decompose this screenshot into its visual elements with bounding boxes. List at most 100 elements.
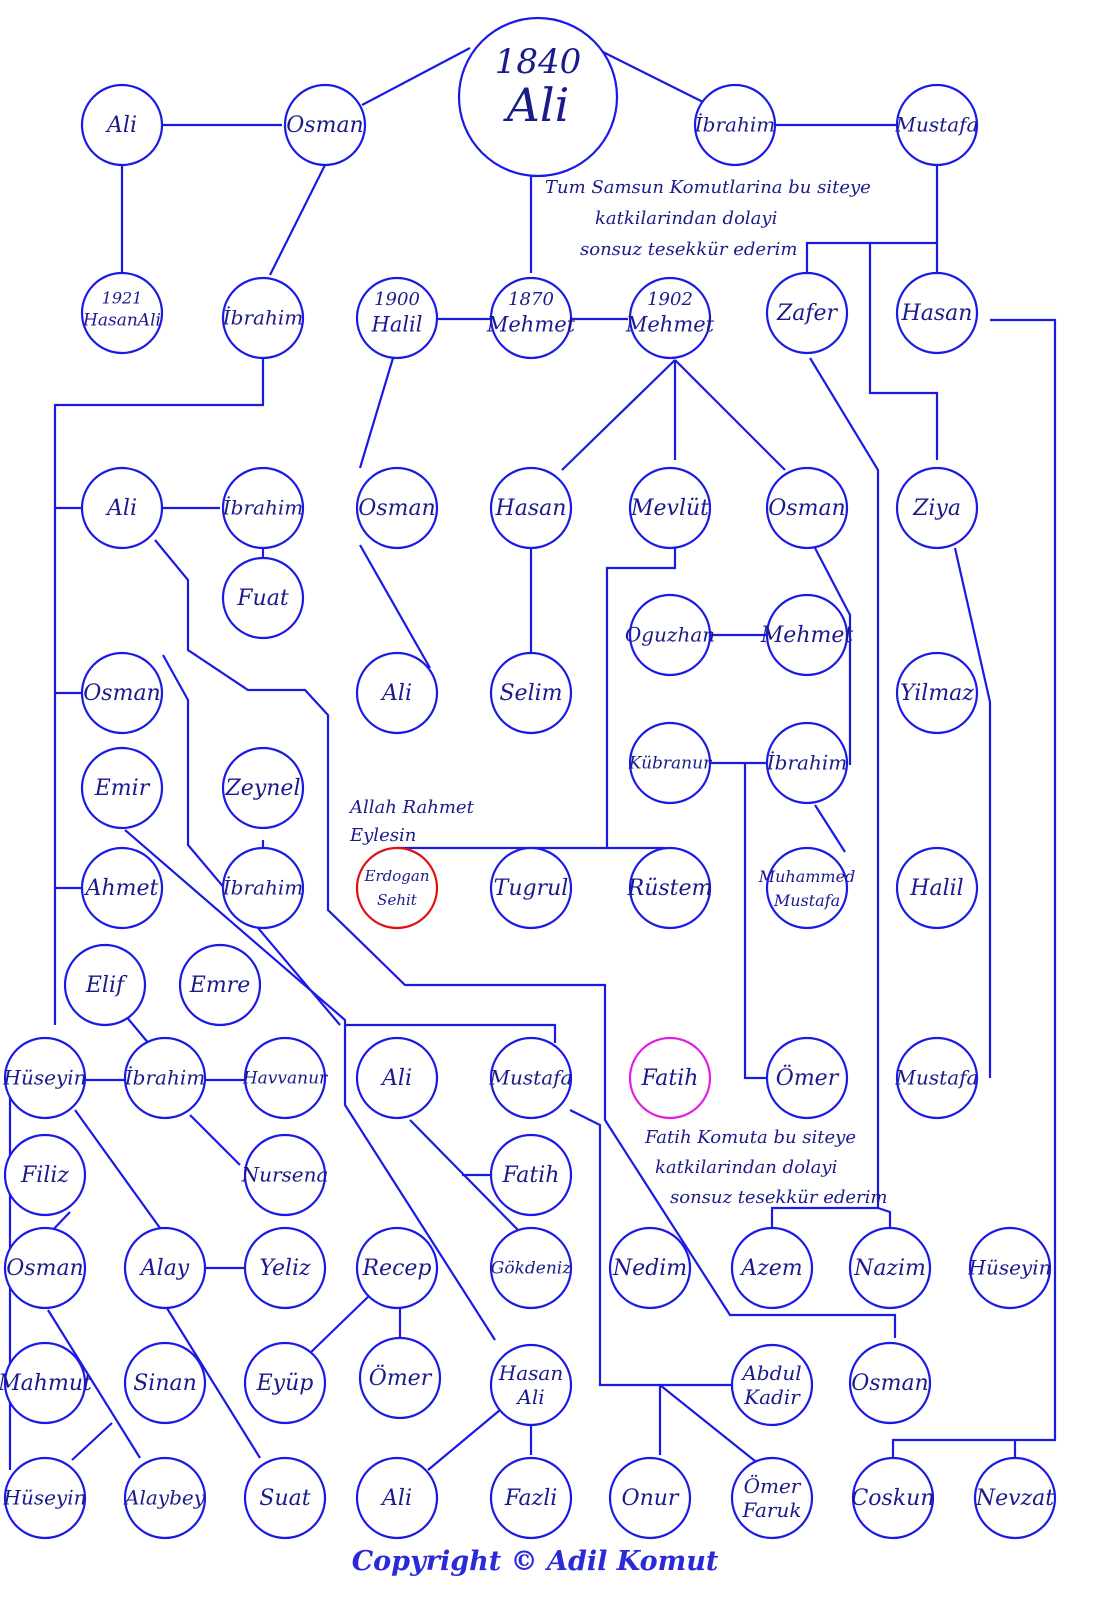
person-circle	[123, 1226, 207, 1310]
person-circle	[608, 1456, 692, 1540]
person-circle	[895, 651, 979, 735]
person-circle	[178, 943, 262, 1027]
person-circle	[489, 1036, 573, 1120]
person-name-label: Rüstem	[627, 876, 713, 901]
birth-year-label: 1900	[374, 289, 420, 310]
person-node-ali-b: Ali	[355, 1456, 439, 1540]
person-name-label: Alaybey	[123, 1486, 206, 1510]
person-name-label: Osman	[768, 496, 845, 521]
person-node-rustem: Rüstem	[627, 846, 713, 930]
person-circle	[63, 943, 147, 1027]
person-node-osman-br: Osman	[848, 1341, 932, 1425]
person-circle	[355, 276, 439, 360]
person-name-label: Elif	[85, 973, 128, 998]
birth-year-label: 1902	[647, 289, 693, 310]
person-circle	[489, 1133, 573, 1217]
person-name-label: Mehmet	[625, 313, 715, 337]
person-circle	[895, 466, 979, 550]
person-node-hasan-c: Hasan	[489, 466, 573, 550]
person-node-ibrahim-r: İbrahim	[765, 721, 849, 805]
person-node-oguzhan: Oguzhan	[625, 593, 715, 677]
person-circle	[123, 1036, 207, 1120]
birth-year-label: 1870	[508, 289, 554, 310]
person-circle	[243, 1341, 327, 1425]
person-circle	[489, 1226, 573, 1310]
person-name-label: İbrahim	[222, 496, 303, 520]
person-node-omer-b: Ömer	[358, 1336, 442, 1420]
person-node-emre: Emre	[178, 943, 262, 1027]
person-circle	[489, 1343, 573, 1427]
person-name-label: Kübranur	[628, 754, 712, 774]
person-node-nedim: Nedim	[608, 1226, 692, 1310]
person-node-zafer: Zafer	[765, 271, 849, 355]
person-circle	[489, 1456, 573, 1540]
person-name-label: Osman	[83, 681, 160, 706]
person-circle	[851, 1456, 935, 1540]
person-circle	[765, 721, 849, 805]
person-name-label: Hüseyin	[3, 1066, 87, 1090]
person-name-label: Tugrul	[494, 876, 569, 901]
person-circle	[765, 271, 849, 355]
person-circle	[489, 651, 573, 735]
person-name-label: Zeynel	[225, 776, 301, 801]
person-name-label: Ömer	[369, 1364, 433, 1391]
person-circle	[628, 846, 712, 930]
person-name-label: İbrahim	[222, 306, 303, 330]
person-circle	[3, 1226, 87, 1310]
person-name-label: Osman	[6, 1256, 83, 1281]
person-name-label: Eyüp	[256, 1371, 314, 1396]
person-circle	[221, 556, 305, 640]
person-circle	[243, 1456, 327, 1540]
person-node-havvanur: Havvanur	[242, 1036, 328, 1120]
person-circle	[848, 1226, 932, 1310]
person-node-ziya: Ziya	[895, 466, 979, 550]
person-name-label: İbrahim	[124, 1066, 205, 1090]
person-name-label: Sinan	[133, 1371, 197, 1396]
person-circle	[355, 651, 439, 735]
person-name-label: Gökdeniz	[491, 1259, 572, 1279]
person-name-label: Suat	[259, 1486, 310, 1511]
root-name-label: Ali	[503, 78, 570, 132]
person-circle	[3, 1133, 87, 1217]
person-node-mahmut: Mahmut	[0, 1341, 92, 1425]
person-circle	[221, 466, 305, 550]
person-name-label: Nedim	[612, 1256, 687, 1281]
person-circle	[628, 593, 712, 677]
person-node-mevlut: Mevlüt	[628, 466, 712, 550]
person-circle	[3, 1036, 87, 1120]
person-name-label: Coskun	[851, 1486, 934, 1511]
person-node-ali-tl: Ali	[80, 83, 164, 167]
root-year-label: 1840	[495, 42, 582, 82]
person-circle	[765, 466, 849, 550]
person-circle	[243, 1226, 327, 1310]
person-name-label: Ali	[380, 1066, 412, 1091]
person-node-ali-l3: Ali	[80, 466, 164, 550]
person-name-label: Emre	[189, 973, 250, 998]
person-node-suat: Suat	[243, 1456, 327, 1540]
person-name-label: Havvanur	[242, 1069, 328, 1089]
person-node-fuat: Fuat	[221, 556, 305, 640]
person-name-label: Mustafa	[895, 1066, 979, 1090]
person-node-ahmet: Ahmet	[80, 846, 164, 930]
person-node-huseyin-l: Hüseyin	[3, 1036, 87, 1120]
person-name-label: Ali	[105, 496, 137, 521]
person-node-ibrahim-e: İbrahim	[123, 1036, 207, 1120]
person-node-elif: Elif	[63, 943, 147, 1027]
person-node-osman-b: Osman	[3, 1226, 87, 1310]
person-node-nazim: Nazim	[848, 1226, 932, 1310]
person-name-label: Nevzat	[975, 1486, 1054, 1511]
person-node-selim: Selim	[489, 651, 573, 735]
person-circle	[80, 83, 164, 167]
person-name-label: Recep	[361, 1256, 431, 1281]
person-name-label: Hüseyin	[3, 1486, 87, 1510]
person-node-alay: Alay	[123, 1226, 207, 1310]
person-name-label: Yilmaz	[900, 681, 974, 706]
person-name-label: Hasan	[495, 496, 567, 521]
